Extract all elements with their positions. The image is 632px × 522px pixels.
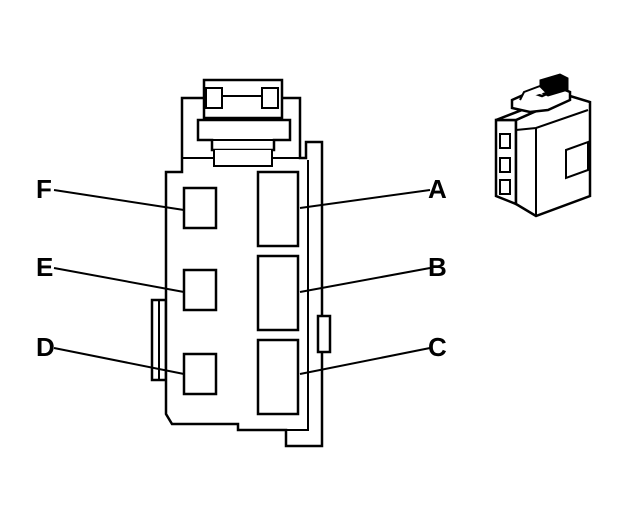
leader-f — [53, 189, 185, 211]
leader-d — [53, 347, 185, 375]
cavity-f — [182, 186, 218, 230]
label-a: A — [428, 174, 447, 204]
cavity-c — [256, 338, 300, 416]
label-c: C — [428, 332, 447, 362]
label-e: E — [36, 252, 53, 282]
housing-right-wall — [286, 160, 309, 431]
connector-isometric-view — [494, 73, 592, 218]
latch-neck — [213, 150, 273, 167]
connector-face-view — [150, 78, 332, 448]
leader-a — [299, 189, 431, 209]
iso-side-notch — [565, 140, 589, 180]
leader-e — [53, 267, 185, 293]
latch-slot-right — [261, 87, 279, 109]
leader-b — [299, 267, 431, 293]
label-d: D — [36, 332, 55, 362]
cavity-d — [182, 352, 218, 396]
iso-cavity-bottom — [499, 179, 511, 195]
cavity-a — [256, 170, 300, 248]
latch-slot-left — [205, 87, 223, 109]
leader-lines — [53, 189, 431, 375]
iso-latch-arm — [519, 84, 547, 101]
label-b: B — [428, 252, 447, 282]
cavity-b — [256, 254, 300, 332]
latch-tab — [196, 118, 292, 152]
leader-c — [299, 347, 431, 375]
lock-nub — [316, 314, 332, 354]
cavity-e — [182, 268, 218, 312]
iso-cavity-top — [499, 133, 511, 149]
terminal-labels: A B C F E D — [36, 174, 447, 362]
label-f: F — [36, 174, 52, 204]
iso-cavity-mid — [499, 157, 511, 173]
